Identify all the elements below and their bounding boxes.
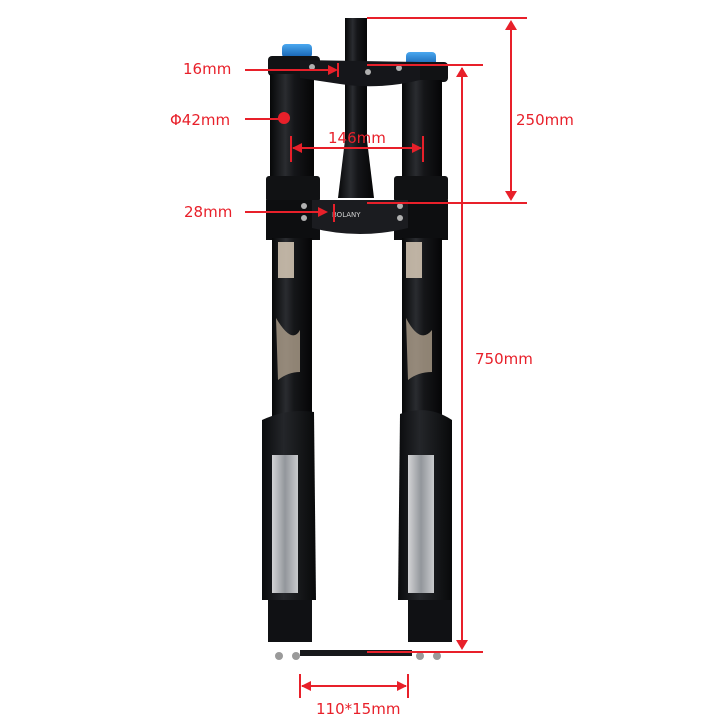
brand-mark: BOLANY [332, 211, 361, 219]
crown-top-thickness-label: 16mm [183, 60, 232, 78]
crown-bottom-thickness-label: 28mm [184, 203, 233, 221]
dimension-lines [245, 17, 527, 698]
axle [300, 650, 412, 656]
left-fork-leg [262, 44, 320, 660]
fork-length-label: 750mm [475, 350, 533, 368]
lower-crown: BOLANY [301, 200, 408, 234]
steerer-length-label: 250mm [516, 111, 574, 129]
stanchion-spacing-label: 146mm [328, 129, 386, 147]
axle-label: 110*15mm [316, 700, 401, 718]
upper-crown [300, 60, 420, 87]
stanchion-diameter-label: Φ42mm [170, 111, 231, 129]
steerer-tube [338, 18, 374, 198]
